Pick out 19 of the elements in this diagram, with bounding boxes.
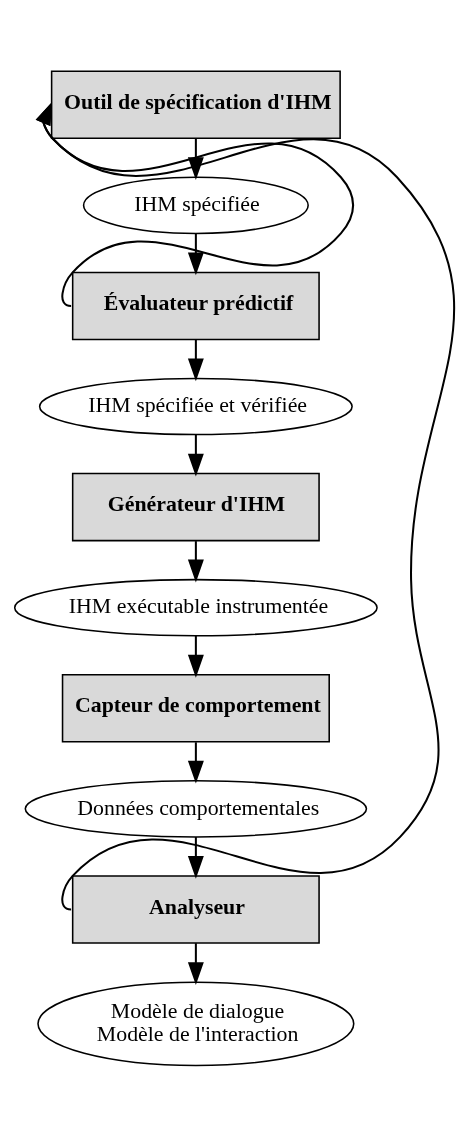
node-ellipse: IHM exécutable instrumentée <box>13 578 378 637</box>
node-ellipse: IHM spécifiée et vérifiée <box>38 377 353 436</box>
node-box: Générateur d'IHM <box>71 472 320 542</box>
arrow <box>187 635 204 678</box>
node-box: Outil de spécification d'IHM <box>50 70 341 140</box>
node-box: Évaluateur prédictif <box>71 271 320 341</box>
node-box: Capteur de comportement <box>61 673 330 743</box>
arrow <box>187 233 204 276</box>
arrow <box>35 101 455 911</box>
arrow <box>187 434 204 477</box>
arrow <box>187 943 204 985</box>
node-box: Analyseur <box>71 875 320 944</box>
node-ellipse: Données comportementales <box>24 780 368 838</box>
arrow <box>187 837 204 879</box>
arrow <box>187 541 204 583</box>
arrow <box>187 742 204 784</box>
arrow <box>187 339 204 382</box>
node-ellipse: Modèle de dialogue Modèle de l'interaction <box>37 981 355 1067</box>
node-ellipse: IHM spécifiée <box>82 176 309 235</box>
